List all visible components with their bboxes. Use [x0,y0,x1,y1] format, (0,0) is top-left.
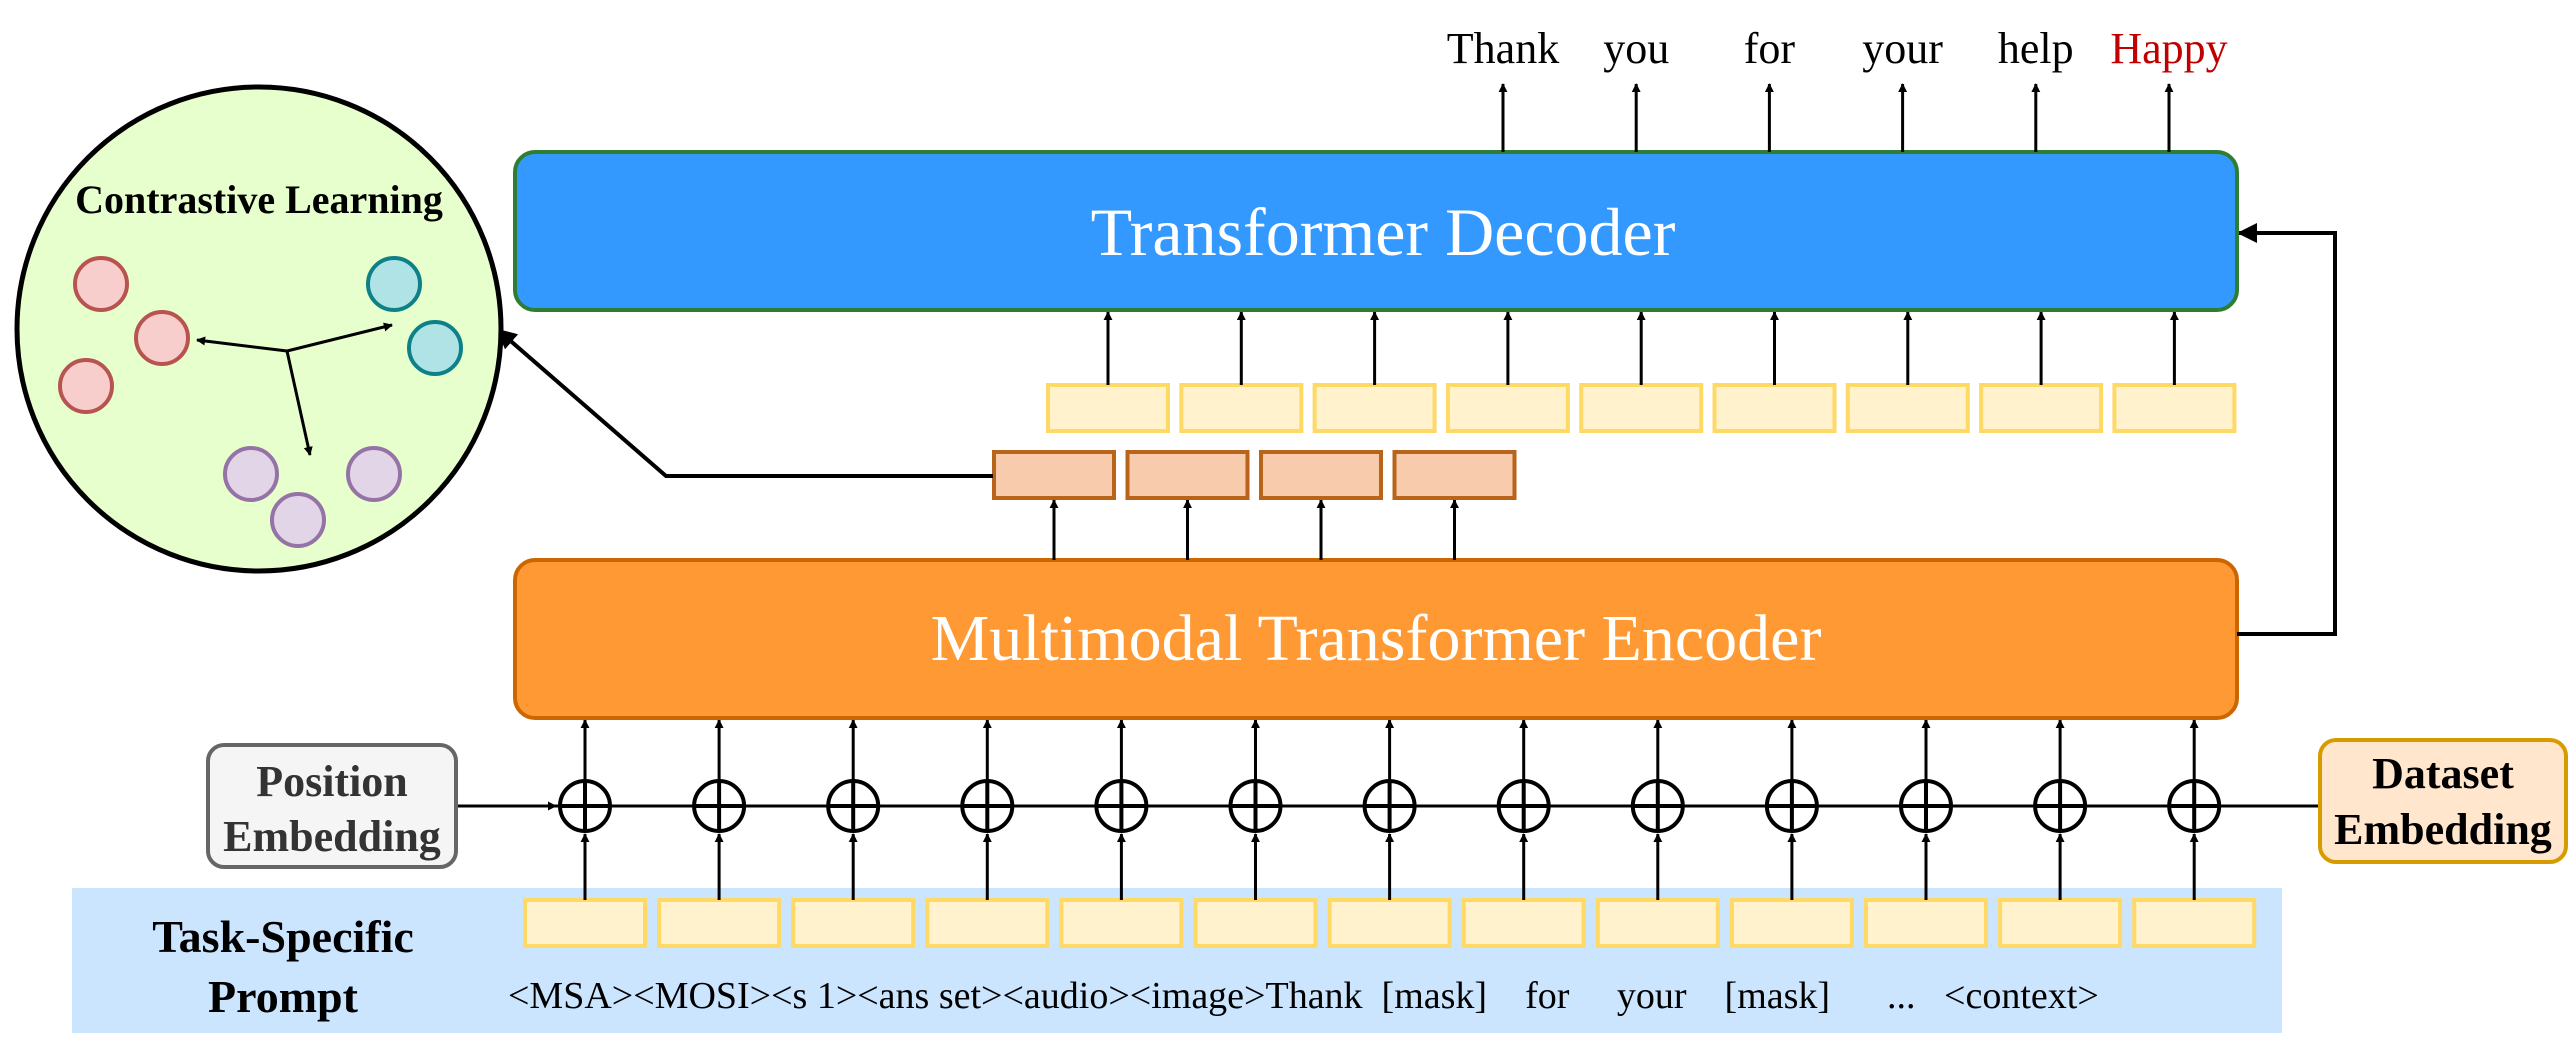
contrastive-learning-panel: Contrastive Learning [14,84,504,574]
plus-icon [2033,779,2088,833]
input-token-box [523,898,647,948]
input-token-box [1998,898,2123,948]
plus-icon [1094,779,1149,833]
output-word: Happy [2110,24,2227,73]
input-token-box [2132,898,2257,948]
decoder-input-row [1046,311,2237,433]
decoder-input-box [1312,383,1437,433]
red-sample [134,310,190,366]
position-embedding-line2: Embedding [223,812,441,861]
output-word: Thank [1447,24,1559,73]
decoder-input-box [1712,383,1837,433]
red-sample [73,256,129,312]
plus-icon [1362,779,1417,833]
purple-sample [223,446,279,502]
plus-icon [960,779,1015,833]
contrastive-title: Contrastive Learning [75,177,443,222]
contrastive-arrow-purple [285,350,313,456]
decoder-input-box [1979,383,2104,433]
purple-sample [346,446,402,502]
feature-box [992,450,1116,500]
contrastive-arrow-red [196,336,288,353]
red-sample [58,358,114,414]
plus-icon [1496,779,1551,833]
purple-sample [270,492,326,548]
feature-box [1259,450,1383,500]
input-token-box [1193,898,1318,948]
output-word: for [1744,24,1796,73]
task-prompt-label-line2: Prompt [208,971,359,1022]
plus-icon [826,779,881,833]
plus-icon [1228,779,1283,833]
task-prompt-label-line1: Task-Specific [152,911,414,962]
decoder-input-box [2112,383,2237,433]
encoder-feature-row [992,450,1517,560]
decoder-input-box [1179,383,1304,433]
embedding-sum-row [456,719,2320,900]
plus-icon [692,779,747,833]
input-token-row [523,898,2257,948]
input-token-box [791,898,916,948]
feature-box [1125,450,1250,500]
decoder-box [513,150,2239,312]
plus-icon [558,779,612,833]
plus-icon [1764,779,1819,833]
input-token-box [1729,898,1854,948]
dataset-embedding-box [2318,738,2568,864]
input-token-box [1059,898,1184,948]
teal-sample [366,256,422,312]
plus-icon [2167,779,2222,833]
input-token-box [1461,898,1586,948]
dataset-embedding-line2: Embedding [2334,805,2552,854]
dataset-embedding-line1: Dataset [2372,749,2514,798]
contrastive-arrow-teal [286,322,393,353]
encoder-label: Multimodal Transformer Encoder [931,602,1822,675]
decoder-input-box [1046,383,1170,433]
encoder-to-decoder-connector [2237,223,2337,636]
input-token-box [657,898,782,948]
prompt-token-sequence: <MSA><MOSI><s 1><ans set><audio><image>T… [508,975,2099,1017]
decoder-label: Transformer Decoder [1091,194,1676,270]
decoder-input-box [1845,383,1970,433]
output-word: help [1998,24,2074,73]
output-word: your [1862,24,1943,73]
decoder-output-row: Thank you for your help Happy [1447,24,2228,152]
encoder-box [513,558,2239,720]
position-embedding-line1: Position [256,757,408,806]
position-embedding-box [206,743,458,869]
teal-sample [407,320,463,376]
plus-icon [1899,779,1953,833]
plus-icon [1630,779,1685,833]
feature-box [1392,450,1517,500]
input-token-box [1595,898,1720,948]
input-token-box [1327,898,1452,948]
input-token-box [1864,898,1988,948]
output-word: you [1603,24,1669,73]
features-to-contrastive-connector [496,328,993,478]
decoder-input-box [1445,383,1570,433]
decoder-input-box [1579,383,1704,433]
input-token-box [925,898,1050,948]
